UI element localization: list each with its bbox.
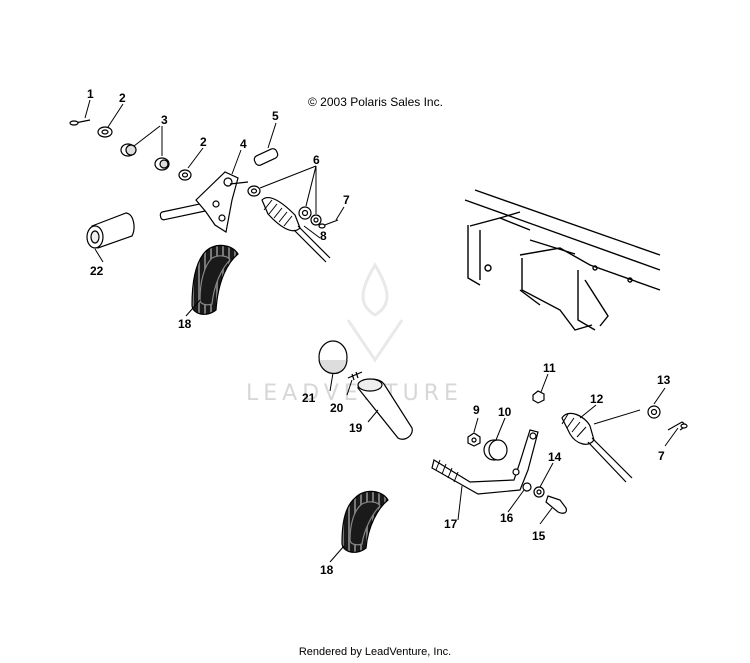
- part-3-bushing-b: [154, 157, 170, 171]
- part-18-boot-lower: [341, 490, 389, 553]
- part-7-clip-upper: [318, 219, 339, 229]
- callout-7: 7: [658, 449, 665, 463]
- callout-8: 8: [320, 229, 327, 243]
- part-1-cotter-pin: [69, 119, 91, 126]
- callout-16: 16: [500, 511, 514, 525]
- callout-3: 3: [161, 113, 168, 127]
- callout-11: 11: [543, 361, 556, 375]
- callout-22: 22: [90, 264, 104, 278]
- callout-21: 21: [302, 391, 316, 405]
- callout-18: 18: [178, 317, 192, 331]
- part-21-knob-cap: [318, 340, 348, 375]
- frame-section: [464, 189, 661, 331]
- part-20-spring: [347, 371, 363, 381]
- part-6-washer-a: [247, 185, 261, 197]
- callouts: 1 2 2 3 4 5 6 7 8 22 18 11 9 10 12 13 7 …: [87, 87, 671, 577]
- callout-1: 1: [87, 87, 94, 101]
- leader-lines: [84, 99, 679, 563]
- callout-5: 5: [272, 109, 279, 123]
- part-8-cable-upper: [261, 196, 331, 263]
- part-5-pin: [253, 148, 279, 166]
- watermark-text: LEADVENTURE: [246, 381, 463, 406]
- part-17-shift-arm: [431, 429, 539, 495]
- part-2-washer-upper: [97, 126, 113, 138]
- callout-17: 17: [444, 517, 458, 531]
- part-7-clip-lower: [667, 421, 688, 431]
- watermark-logo: [346, 262, 404, 363]
- part-12-cable-lower: [561, 412, 633, 483]
- callout-7: 7: [343, 193, 350, 207]
- part-2-washer-lower: [178, 169, 192, 181]
- callout-9: 9: [473, 403, 480, 417]
- part-10-roller: [483, 439, 508, 461]
- callout-15: 15: [532, 529, 546, 543]
- part-18-boot-upper: [191, 244, 239, 315]
- callout-2: 2: [200, 135, 207, 149]
- footer-text: Rendered by LeadVenture, Inc.: [298, 646, 452, 658]
- part-6-washer-c: [310, 214, 322, 226]
- callout-2: 2: [119, 91, 126, 105]
- callout-4: 4: [240, 137, 247, 151]
- part-15-pin: [545, 495, 567, 514]
- part-9-nut: [467, 432, 481, 447]
- part-19-handle: [357, 378, 413, 440]
- callout-6: 6: [313, 153, 320, 167]
- callout-12: 12: [590, 392, 604, 406]
- callout-20: 20: [330, 401, 344, 415]
- callout-19: 19: [349, 421, 363, 435]
- callout-18: 18: [320, 563, 334, 577]
- copyright-text: © 2003 Polaris Sales Inc.: [308, 95, 443, 109]
- part-11-nut: [532, 390, 545, 404]
- callout-10: 10: [498, 405, 512, 419]
- part-16-washer: [522, 482, 532, 492]
- part-6-washer-b: [298, 206, 312, 220]
- part-22-knob: [86, 212, 135, 249]
- part-14-washer: [533, 486, 545, 498]
- callout-14: 14: [548, 450, 562, 464]
- part-13-washer: [647, 405, 661, 419]
- part-4-shift-bracket: [159, 171, 249, 233]
- callout-13: 13: [657, 373, 671, 387]
- part-3-bushing-a: [120, 143, 137, 157]
